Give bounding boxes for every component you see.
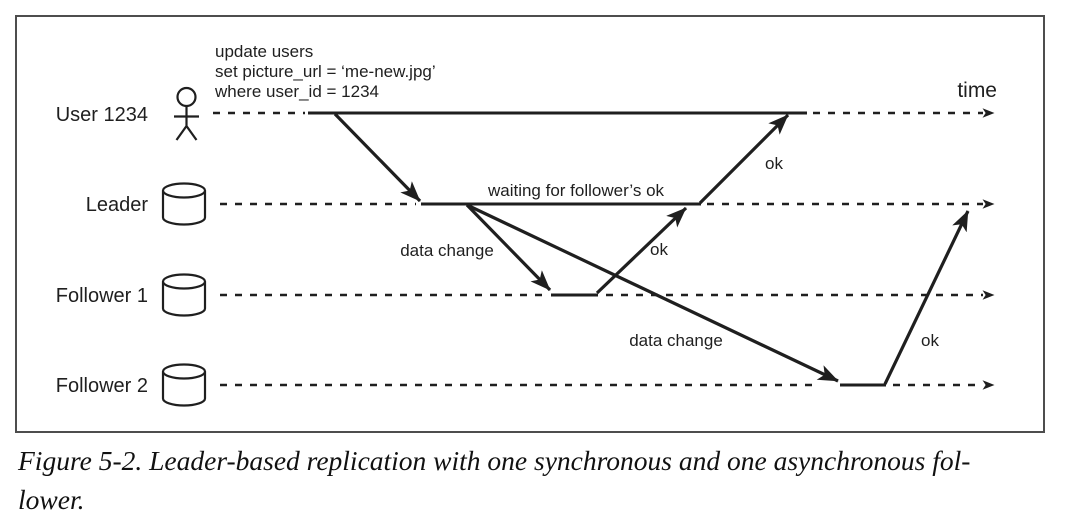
figure-caption: Figure 5-2. Leader-based replication wit… bbox=[18, 441, 1068, 519]
database-cylinder-icon bbox=[161, 273, 207, 317]
actor-label-leader: Leader bbox=[86, 194, 149, 216]
query-line-1: update users bbox=[215, 42, 313, 61]
arrow-update-request bbox=[333, 112, 422, 203]
query-text: update users set picture_url = ‘me-new.j… bbox=[214, 42, 436, 101]
label-waiting-for-followers-ok: waiting for follower’s ok bbox=[487, 181, 665, 200]
diagram-frame-border bbox=[15, 15, 1045, 433]
actor-label-follower-1: Follower 1 bbox=[56, 285, 148, 307]
arrow-ok-from-follower-2 bbox=[883, 210, 970, 385]
query-line-2: set picture_url = ‘me-new.jpg’ bbox=[215, 62, 436, 81]
actor-label-follower-2: Follower 2 bbox=[56, 375, 148, 397]
label-ok-follower-1: ok bbox=[650, 240, 668, 259]
label-data-change-1: data change bbox=[400, 241, 494, 260]
arrow-data-change-to-follower-2 bbox=[466, 203, 839, 383]
arrow-ok-to-user bbox=[698, 113, 790, 205]
database-cylinder-icon bbox=[161, 363, 207, 407]
query-line-3: where user_id = 1234 bbox=[214, 82, 379, 101]
database-cylinder-icon bbox=[161, 182, 207, 226]
time-axis-label: time bbox=[957, 79, 997, 102]
caption-line-2: lower. bbox=[18, 484, 85, 515]
label-ok-user: ok bbox=[765, 154, 783, 173]
label-data-change-2: data change bbox=[629, 331, 723, 350]
actor-label-user-1234: User 1234 bbox=[56, 104, 148, 126]
arrow-ok-from-follower-1 bbox=[595, 206, 688, 295]
label-ok-follower-2: ok bbox=[921, 331, 939, 350]
arrow-data-change-to-follower-1 bbox=[465, 203, 552, 292]
caption-line-1: Figure 5-2. Leader-based replication wit… bbox=[18, 445, 971, 476]
person-icon bbox=[174, 86, 199, 141]
